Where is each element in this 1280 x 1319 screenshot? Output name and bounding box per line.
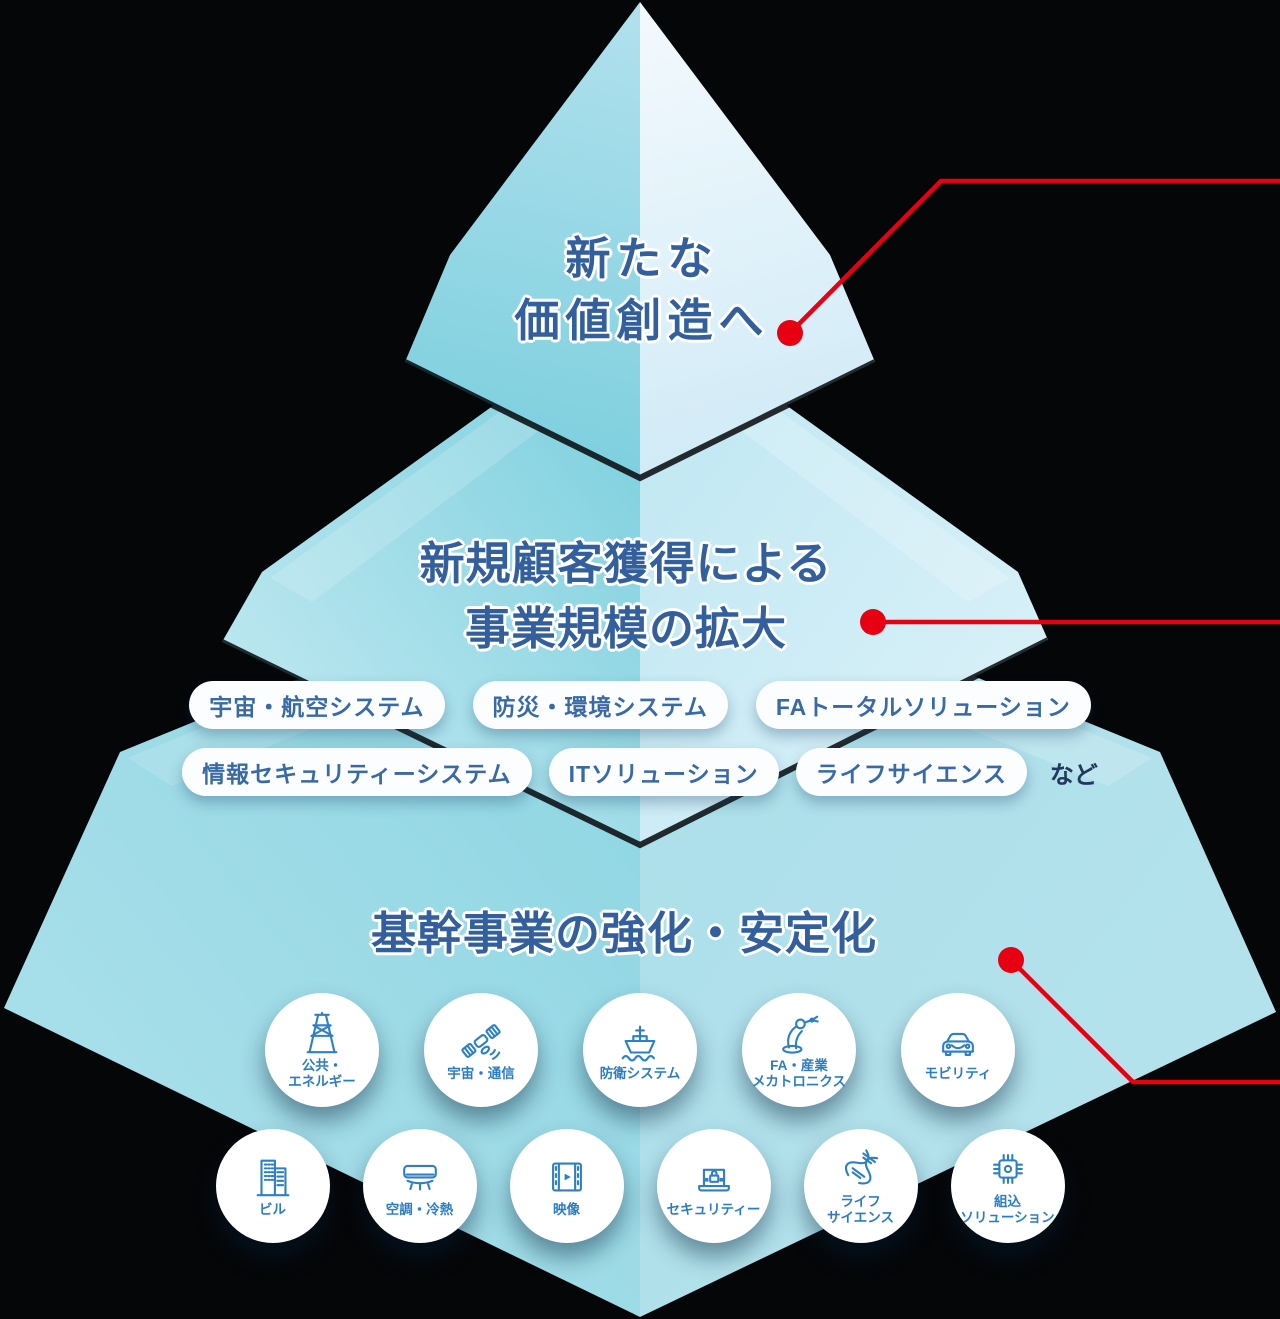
callout-dot-top [777,320,803,346]
car-icon [942,1032,974,1056]
pill-it-solution: ITソリューション [548,748,779,796]
ship-icon [621,1025,656,1062]
core-business-row-2: ビル 空調・冷熱 [0,1129,1280,1243]
tier-top-title: 新たな 価値創造へ [2,228,1280,352]
tier-base-title-line: 基幹事業の強化・安定化 [370,908,877,959]
tier-gap-line [403,359,877,482]
business-item-label: ライフ サイエンス [826,1194,895,1225]
business-item-label: 防衛システム [599,1066,681,1082]
chip-icon [992,1154,1023,1185]
business-item-label: 映像 [553,1202,580,1218]
callout-dot-middle [860,609,886,635]
business-item-label: 空調・冷熱 [385,1202,454,1218]
tier-middle-title-line1: 新規顧客獲得による [419,538,833,589]
core-business-row-1: 公共・ エネルギー 宇宙・通信 [0,993,1280,1107]
tier-middle-title: 新規顧客獲得による 事業規模の拡大 [0,531,1266,661]
business-item-label: 公共・ エネルギー [288,1058,356,1089]
power-tower-icon [306,1011,338,1054]
business-item-life-science: ライフ サイエンス [803,1129,918,1243]
business-item-public-energy: 公共・ エネルギー [265,993,379,1107]
tier-middle-title-line2: 事業規模の拡大 [464,603,787,654]
business-item-building: ビル [215,1129,330,1243]
pill-disaster-environment-systems: 防災・環境システム [472,681,728,729]
business-item-mobility: モビリティ [901,993,1015,1107]
business-item-label: ビル [259,1202,286,1218]
air-conditioner-icon [402,1164,437,1191]
film-icon [551,1162,582,1192]
business-field-pill-row-2: 情報セキュリティーシステム ITソリューション ライフサイエンス など [0,748,1280,796]
business-item-security: セキュリティー [656,1129,771,1243]
security-laptop-icon [697,1168,730,1192]
business-item-space-communication: 宇宙・通信 [424,993,538,1107]
tier-base-title: 基幹事業の強化・安定化 [0,908,1264,960]
business-item-air-conditioning: 空調・冷熱 [362,1129,477,1243]
business-item-label: モビリティ [924,1066,992,1082]
business-item-video: 映像 [509,1129,624,1243]
business-item-defense-systems: 防衛システム [583,993,697,1107]
pill-fa-total-solution: FAトータルソリューション [755,681,1091,729]
pill-info-security-systems: 情報セキュリティーシステム [182,748,532,796]
robot-arm-icon [782,1015,819,1054]
business-item-label: 宇宙・通信 [447,1066,515,1082]
business-item-embedded-solution: 組込 ソリューション [950,1129,1065,1243]
building-icon [256,1159,289,1197]
tier-top-title-line1: 新たな [565,233,719,284]
business-field-pill-row-1: 宇宙・航空システム 防災・環境システム FAトータルソリューション [0,681,1280,729]
satellite-icon [461,1024,501,1060]
callout-dot-base [998,947,1024,973]
dna-icon [844,1149,878,1185]
business-item-label: セキュリティー [666,1202,761,1218]
callout-dots [777,320,1024,973]
pill-row-suffix: など [1049,761,1098,789]
callout-lines [788,178,1280,1085]
pill-space-aviation-systems: 宇宙・航空システム [189,681,445,729]
callout-line-top [788,178,1280,335]
callout-line-base [1009,958,1280,1085]
pill-life-science: ライフサイエンス [795,748,1027,796]
business-item-label: 組込 ソリューション [960,1194,1055,1225]
business-item-label: FA・産業 メカトロニクス [751,1058,847,1089]
tier-top-shape [403,2,877,482]
business-item-fa-industrial-mechatronics: FA・産業 メカトロニクス [742,993,856,1107]
tier-top-title-line2: 価値創造へ [514,295,770,346]
